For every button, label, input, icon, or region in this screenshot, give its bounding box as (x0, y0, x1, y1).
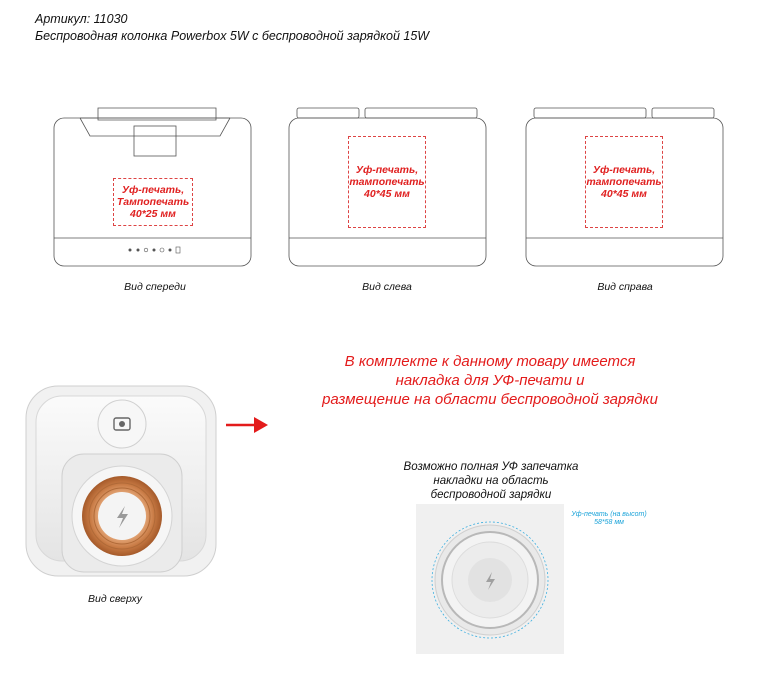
arrow-right-icon (226, 417, 268, 433)
included-overlay-notice: В комплекте к данному товару имеется нак… (280, 352, 700, 409)
product-title: Беспроводная колонка Powerbox 5W с беспр… (35, 29, 430, 43)
front-view-drawing (53, 107, 252, 267)
description-line-2: накладки на область (433, 475, 549, 487)
speaker-icon (113, 417, 131, 431)
front-print-line-3: 40*25 мм (130, 208, 176, 220)
front-print-line-2: Тампопечать (116, 196, 190, 208)
overlay-print-label-line-1: Уф-печать (на высот) (571, 511, 647, 518)
overlay-print-description: Возможно полная УФ запечатка накладки на… (381, 460, 601, 502)
description-line-1: Возможно полная УФ запечатка (403, 461, 579, 473)
overlay-print-label: Уф-печать (на высот) 58*58 мм (564, 511, 654, 527)
lightning-icon (117, 506, 128, 528)
front-print-area: Уф-печать, Тампопечать 40*25 мм (113, 178, 193, 226)
overlay-lightning-icon (486, 572, 495, 590)
right-print-line-2: тампопечать (586, 176, 662, 188)
front-print-line-1: Уф-печать, (121, 184, 185, 196)
left-print-line-2: тампопечать (349, 176, 425, 188)
right-view-caption: Вид справа (597, 281, 653, 293)
right-view-drawing (525, 107, 724, 267)
notice-line-3: размещение на области беспроводной заряд… (322, 391, 658, 408)
notice-line-1: В комплекте к данному товару имеется (344, 353, 636, 370)
control-buttons (128, 246, 181, 254)
description-line-3: беспроводной зарядки (430, 489, 552, 501)
article-number: Артикул: 11030 (35, 12, 128, 26)
right-print-line-3: 40*45 мм (601, 188, 647, 200)
left-print-area: Уф-печать, тампопечать 40*45 мм (348, 136, 426, 228)
notice-line-2: накладка для УФ-печати и (395, 372, 585, 389)
overlay-pad-image (416, 504, 564, 654)
left-view-drawing (288, 107, 487, 267)
left-view-caption: Вид слева (362, 281, 412, 293)
left-print-line-3: 40*45 мм (364, 188, 410, 200)
front-view-caption: Вид спереди (124, 281, 186, 293)
left-print-line-1: Уф-печать, (355, 164, 419, 176)
top-view-caption: Вид сверху (88, 593, 142, 605)
right-print-area: Уф-печать, тампопечать 40*45 мм (585, 136, 663, 228)
overlay-print-label-line-2: 58*58 мм (594, 519, 624, 526)
top-view-photo (25, 385, 217, 577)
right-print-line-1: Уф-печать, (592, 164, 656, 176)
